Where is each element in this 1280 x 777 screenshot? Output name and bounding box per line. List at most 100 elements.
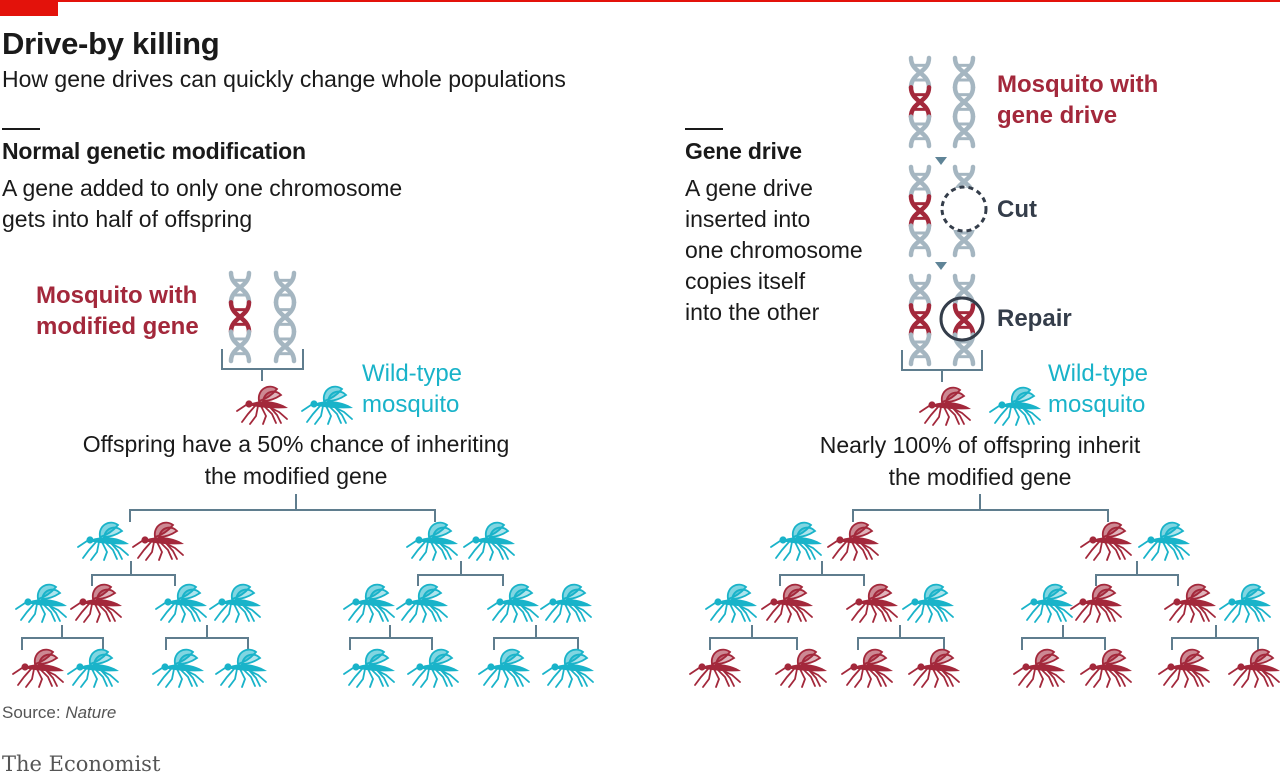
drive-chromosome-1a — [908, 55, 932, 149]
gene-drive-mosquito-label: Mosquito with gene drive — [997, 69, 1158, 131]
source-prefix: Source: — [2, 703, 66, 722]
chart-title: Drive-by killing — [2, 26, 220, 61]
tree-connector — [857, 637, 945, 650]
tree-connector — [709, 637, 798, 650]
left-caption: Offspring have a 50% chance of inheritin… — [46, 428, 546, 492]
chart-subtitle: How gene drives can quickly change whole… — [2, 66, 566, 92]
right-description-line: inserted into — [685, 206, 811, 232]
label-line: mosquito — [1048, 391, 1146, 418]
right-wild-type-label: Wild-type mosquito — [1048, 358, 1148, 420]
modified-mosquito-icon — [841, 648, 893, 688]
drive-chromosome-1b — [952, 55, 976, 149]
label-line: Wild-type — [362, 360, 463, 387]
tree-connector — [1021, 637, 1106, 650]
tree-connector — [852, 509, 1109, 522]
wild-mosquito-icon — [705, 583, 757, 623]
tree-connector — [1171, 637, 1259, 650]
right-parent-drive-mosquito — [919, 386, 971, 426]
top-accent-line — [0, 0, 1280, 2]
right-parent-wild-mosquito — [989, 386, 1041, 426]
right-description-line: copies itself — [685, 268, 806, 294]
wild-mosquito-icon — [902, 583, 954, 623]
modified-mosquito-icon — [1070, 583, 1122, 623]
modified-mosquito-icon — [846, 583, 898, 623]
left-heading: Normal genetic modification — [2, 138, 306, 164]
drive-chromosome-3a — [908, 273, 932, 367]
cut-label: Cut — [997, 196, 1037, 223]
left-parent-modified-mosquito — [236, 385, 288, 425]
repair-circle-icon — [939, 296, 985, 342]
wild-mosquito-icon — [209, 583, 261, 623]
left-heading-rule — [2, 128, 40, 130]
wild-mosquito-icon — [770, 521, 822, 561]
modified-mosquito-icon — [1013, 648, 1065, 688]
drive-chromosome-2a — [908, 164, 932, 258]
left-description: A gene added to only one chromosome gets… — [2, 173, 402, 235]
modified-mosquito-icon — [12, 648, 64, 688]
right-description-line: A gene drive — [685, 175, 813, 201]
label-line: gene drive — [997, 102, 1118, 129]
wild-mosquito-icon — [463, 521, 515, 561]
modified-mosquito-icon — [908, 648, 960, 688]
wild-mosquito-icon — [478, 648, 530, 688]
sequence-arrow — [935, 262, 947, 270]
tree-connector — [349, 637, 433, 650]
right-heading: Gene drive — [685, 138, 802, 164]
drive-chromosome-3b — [952, 273, 976, 367]
tree-connector — [91, 574, 176, 586]
modified-mosquito-icon — [689, 648, 741, 688]
label-line: Mosquito with — [997, 71, 1159, 98]
caption-line: the modified gene — [888, 464, 1072, 490]
wild-mosquito-icon — [542, 648, 594, 688]
wild-mosquito-icon — [15, 583, 67, 623]
source-note: Source: Nature — [2, 703, 116, 723]
wild-mosquito-icon — [1021, 583, 1073, 623]
right-caption: Nearly 100% of offspring inherit the mod… — [770, 429, 1190, 493]
modified-mosquito-icon — [775, 648, 827, 688]
left-description-line: gets into half of offspring — [2, 206, 253, 232]
wild-mosquito-icon — [152, 648, 204, 688]
tree-connector — [1095, 574, 1179, 586]
modified-mosquito-icon — [1164, 583, 1216, 623]
modified-chromosome-left — [228, 270, 252, 364]
caption-line: the modified gene — [204, 463, 388, 489]
label-line: mosquito — [362, 391, 460, 418]
left-description-line: A gene added to only one chromosome — [2, 175, 403, 201]
modified-mosquito-icon — [761, 583, 813, 623]
left-wild-type-label: Wild-type mosquito — [362, 358, 462, 420]
wild-mosquito-icon — [406, 521, 458, 561]
wild-chromosome-left — [273, 270, 297, 364]
caption-line: Nearly 100% of offspring inherit — [819, 432, 1141, 458]
tree-connector — [21, 637, 104, 650]
label-line: Mosquito with — [36, 282, 198, 309]
modified-mosquito-icon — [1228, 648, 1280, 688]
label-line: modified gene — [36, 313, 199, 340]
wild-mosquito-icon — [407, 648, 459, 688]
modified-mosquito-icon — [70, 583, 122, 623]
brand-red-tab — [0, 0, 58, 16]
cut-circle-icon — [940, 185, 988, 233]
right-description: A gene drive inserted into one chromosom… — [685, 173, 863, 328]
wild-mosquito-icon — [343, 583, 395, 623]
right-description-line: into the other — [685, 299, 820, 325]
right-heading-rule — [685, 128, 723, 130]
wild-mosquito-icon — [1219, 583, 1271, 623]
caption-line: Offspring have a 50% chance of inheritin… — [82, 431, 510, 457]
wild-mosquito-icon — [77, 521, 129, 561]
modified-mosquito-label: Mosquito with modified gene — [36, 280, 199, 342]
modified-mosquito-icon — [132, 521, 184, 561]
left-parent-wild-mosquito — [301, 385, 353, 425]
wild-mosquito-icon — [396, 583, 448, 623]
label-line: Wild-type — [1048, 360, 1149, 387]
tree-connector — [493, 637, 579, 650]
cut-gap — [944, 188, 984, 230]
wild-mosquito-icon — [67, 648, 119, 688]
wild-mosquito-icon — [215, 648, 267, 688]
right-description-line: one chromosome — [685, 237, 863, 263]
modified-mosquito-icon — [827, 521, 879, 561]
wild-mosquito-icon — [155, 583, 207, 623]
repair-label: Repair — [997, 305, 1072, 332]
wild-mosquito-icon — [540, 583, 592, 623]
tree-connector — [165, 637, 249, 650]
